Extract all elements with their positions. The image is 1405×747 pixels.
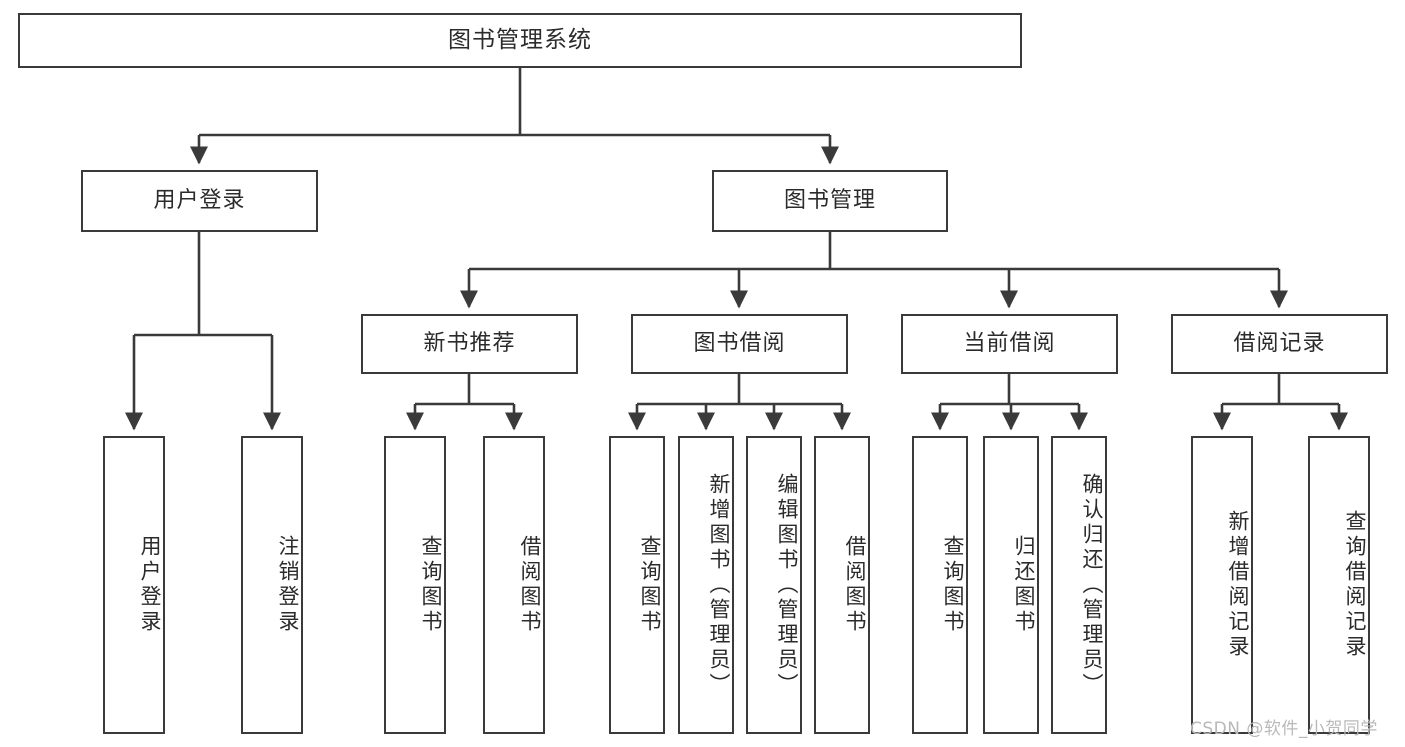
node-current-borrow[interactable]: 当前借阅 [901,314,1118,374]
node-new-book-rec[interactable]: 新书推荐 [361,314,578,374]
node-user-login[interactable]: 用户登录 [81,170,318,232]
node-book-borrow-label: 图书借阅 [693,330,786,356]
connector-root-to-level2 [189,68,840,165]
node-new-book-rec-label: 新书推荐 [423,330,516,356]
node-leaf-borrow-book-bb-label: 借阅图书 [843,535,867,635]
node-leaf-user-logout[interactable]: 注销登录 [241,436,303,734]
node-leaf-confirm-return-label: 确认归还（管理员） [1080,472,1104,698]
node-leaf-add-book-label: 新增图书（管理员） [707,472,731,698]
node-leaf-query-book-bb-label: 查询图书 [638,535,662,635]
node-leaf-confirm-return[interactable]: 确认归还（管理员） [1051,436,1107,734]
node-root[interactable]: 图书管理系统 [18,13,1022,68]
node-leaf-query-record[interactable]: 查询借阅记录 [1308,436,1370,734]
node-leaf-borrow-book-rec-label: 借阅图书 [518,535,542,635]
node-leaf-return-book[interactable]: 归还图书 [983,436,1039,734]
node-leaf-user-logout-label: 注销登录 [276,535,300,635]
watermark: CSDN @软件_小贺同学 [1190,714,1378,739]
connector-bookmanage-to-level3 [459,232,1289,309]
node-current-borrow-label: 当前借阅 [963,330,1056,356]
node-leaf-borrow-book-bb[interactable]: 借阅图书 [814,436,870,734]
node-leaf-add-book[interactable]: 新增图书（管理员） [678,436,734,734]
node-leaf-user-login[interactable]: 用户登录 [103,436,165,734]
watermark-text: CSDN @软件_小贺同学 [1190,719,1378,739]
node-borrow-record-label: 借阅记录 [1233,330,1326,356]
node-borrow-record[interactable]: 借阅记录 [1171,314,1388,374]
node-book-manage-label: 图书管理 [783,187,876,213]
node-leaf-query-book-rec-label: 查询图书 [419,535,443,635]
node-user-login-label: 用户登录 [153,187,246,213]
connector-borrowrecord-to-leaves [1212,374,1349,431]
node-leaf-query-book-cb-label: 查询图书 [941,535,965,635]
node-leaf-borrow-book-rec[interactable]: 借阅图书 [483,436,545,734]
node-leaf-add-record[interactable]: 新增借阅记录 [1191,436,1253,734]
node-leaf-query-book-rec[interactable]: 查询图书 [384,436,446,734]
node-book-borrow[interactable]: 图书借阅 [631,314,848,374]
node-leaf-query-book-bb[interactable]: 查询图书 [609,436,665,734]
node-leaf-add-record-label: 新增借阅记录 [1226,510,1250,660]
connector-userlogin-to-leaves [124,232,282,431]
node-root-label: 图书管理系统 [448,26,592,53]
node-leaf-edit-book[interactable]: 编辑图书（管理员） [746,436,802,734]
node-leaf-edit-book-label: 编辑图书（管理员） [775,472,799,698]
connector-bookborrow-to-leaves [627,374,852,431]
node-book-manage[interactable]: 图书管理 [712,170,948,232]
node-leaf-query-record-label: 查询借阅记录 [1343,510,1367,660]
node-leaf-return-book-label: 归还图书 [1012,535,1036,635]
node-leaf-query-book-cb[interactable]: 查询图书 [912,436,968,734]
node-leaf-user-login-label: 用户登录 [138,535,162,635]
connector-currentborrow-to-leaves [930,374,1089,431]
connector-newbookrec-to-leaves [405,374,524,431]
